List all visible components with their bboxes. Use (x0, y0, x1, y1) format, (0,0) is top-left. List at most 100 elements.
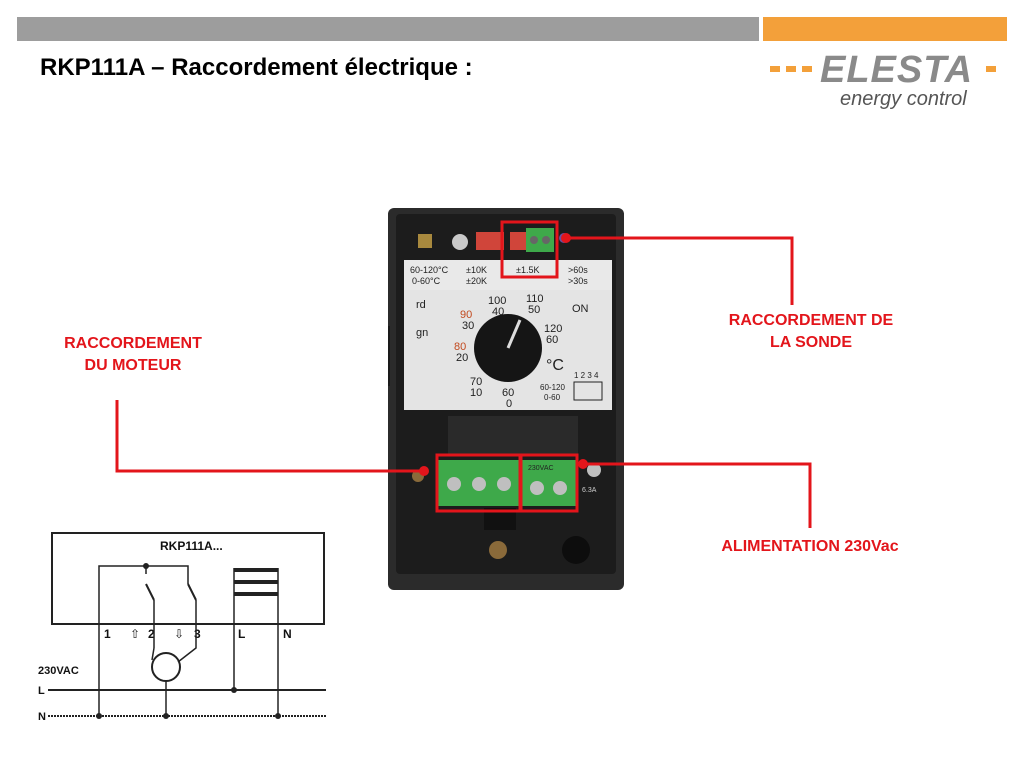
callout-probe-line1: RACCORDEMENT DE (728, 312, 894, 329)
time-b: >30s (568, 276, 588, 286)
dip-range-a: 60-120 (540, 383, 565, 392)
dial-80: 80 (454, 341, 466, 353)
power-highlight-box (519, 453, 579, 513)
housing-clip (388, 326, 390, 386)
header-bar-orange (763, 17, 1007, 41)
relay-switch-1 (145, 583, 155, 601)
potentiometer (418, 234, 432, 248)
power-callout-dot (578, 459, 588, 469)
motor-highlight-box (435, 453, 522, 513)
relay-wire-3 (146, 565, 189, 584)
callout-power: ALIMENTATION 230Vac (721, 538, 899, 555)
probe-screw-2 (542, 236, 550, 244)
junction-L (231, 687, 237, 693)
power-screw-1 (530, 481, 544, 495)
cable-gland (562, 536, 590, 564)
junction-1-N (96, 713, 102, 719)
motor-callout-line (115, 400, 424, 473)
dial-20: 20 (456, 352, 468, 364)
fuse-label: 6.3A (582, 487, 597, 494)
schematic-model: RKP111A... (160, 539, 223, 553)
arrow-up-icon: ⇧ (130, 627, 140, 641)
motor-screw-3 (497, 477, 511, 491)
callout-probe: RACCORDEMENT DE LA SONDE (700, 310, 922, 354)
relay-legend (448, 416, 578, 456)
dip-nums: 1 2 3 4 (574, 371, 599, 380)
logo-tagline: energy control (840, 88, 967, 110)
gn-label: gn (416, 327, 428, 339)
logo-dash-4 (986, 66, 996, 72)
schematic-device-box (51, 532, 325, 625)
junction-motor-N (163, 713, 169, 719)
terminal-1: 1 (104, 627, 111, 641)
supply-label: 230VAC (38, 665, 79, 677)
mount-screw (489, 541, 507, 559)
screw-top-left (452, 234, 468, 250)
power-terminal-block (522, 460, 576, 506)
callout-motor-line1: RACCORDEMENT (64, 335, 202, 352)
header-bar-gray (17, 17, 759, 41)
label-band (404, 260, 612, 290)
relay-wire-1 (98, 565, 147, 624)
callout-probe-line2: LA SONDE (769, 334, 853, 351)
logo-dash-2 (786, 66, 796, 72)
wire-motor-2 (151, 647, 155, 661)
motor-symbol (151, 652, 181, 682)
terminal-2: 2 (148, 627, 155, 641)
dial-90: 90 (460, 309, 472, 321)
dial-60: 60 (546, 334, 558, 346)
callout-motor-line2: DU MOTEUR (84, 357, 182, 374)
cable-entry (484, 508, 516, 530)
transformer-bar-2 (234, 580, 278, 584)
power-callout-line (583, 462, 812, 528)
transformer-bar-1 (234, 568, 278, 572)
knob-pointer (506, 319, 522, 349)
band-b: ±20K (466, 276, 487, 286)
relay-junction (143, 563, 149, 569)
line-N-label: N (38, 711, 46, 723)
terminal-label: 230VAC (528, 465, 554, 472)
on-label: ON (572, 303, 589, 315)
dial-30: 30 (462, 320, 474, 332)
transformer-bar-3 (234, 592, 278, 596)
dial-50: 50 (528, 304, 540, 316)
dial-60b: 60 (502, 387, 514, 399)
motor-screw-1 (447, 477, 461, 491)
dial-10: 10 (470, 387, 482, 399)
wire-terminal-3 (177, 624, 197, 663)
terminal-N: N (283, 627, 292, 641)
logo-dash-3 (802, 66, 812, 72)
range-a: 60-120°C (410, 265, 449, 275)
range-b: 0-60°C (412, 276, 441, 286)
motor-callout-dot (419, 466, 429, 476)
fuse-screw (587, 463, 601, 477)
dial-120: 120 (544, 323, 562, 335)
probe-screw-1 (530, 236, 538, 244)
power-screw-2 (553, 481, 567, 495)
slide-title: RKP111A – Raccordement électrique : (40, 54, 473, 81)
time-a: >60s (568, 265, 588, 275)
relay-switch-2 (187, 583, 197, 601)
band-a: ±10K (466, 265, 487, 275)
device-photo: 60-120°C 0-60°C ±10K ±20K ±1.5K >60s >30… (388, 208, 624, 590)
probe-callout-dot (561, 233, 571, 243)
dip-range-b: 0-60 (544, 393, 561, 402)
arrow-down-icon: ⇩ (174, 627, 184, 641)
dial-70: 70 (470, 376, 482, 388)
probe-callout-line (566, 236, 794, 305)
dial-0: 0 (506, 398, 512, 410)
dial-100: 100 (488, 295, 506, 307)
dip-switch-red-1 (476, 232, 504, 250)
dip-grid (573, 381, 603, 401)
terminal-3: 3 (194, 627, 201, 641)
junction-N (275, 713, 281, 719)
callout-motor: RACCORDEMENT DU MOTEUR (38, 333, 228, 377)
logo-brand-text: ELESTA (820, 49, 974, 91)
rd-label: rd (416, 299, 426, 311)
line-L-label: L (38, 685, 45, 697)
motor-screw-2 (472, 477, 486, 491)
logo-dash-1 (770, 66, 780, 72)
probe-highlight-box (500, 220, 559, 279)
elesta-logo (770, 66, 996, 72)
